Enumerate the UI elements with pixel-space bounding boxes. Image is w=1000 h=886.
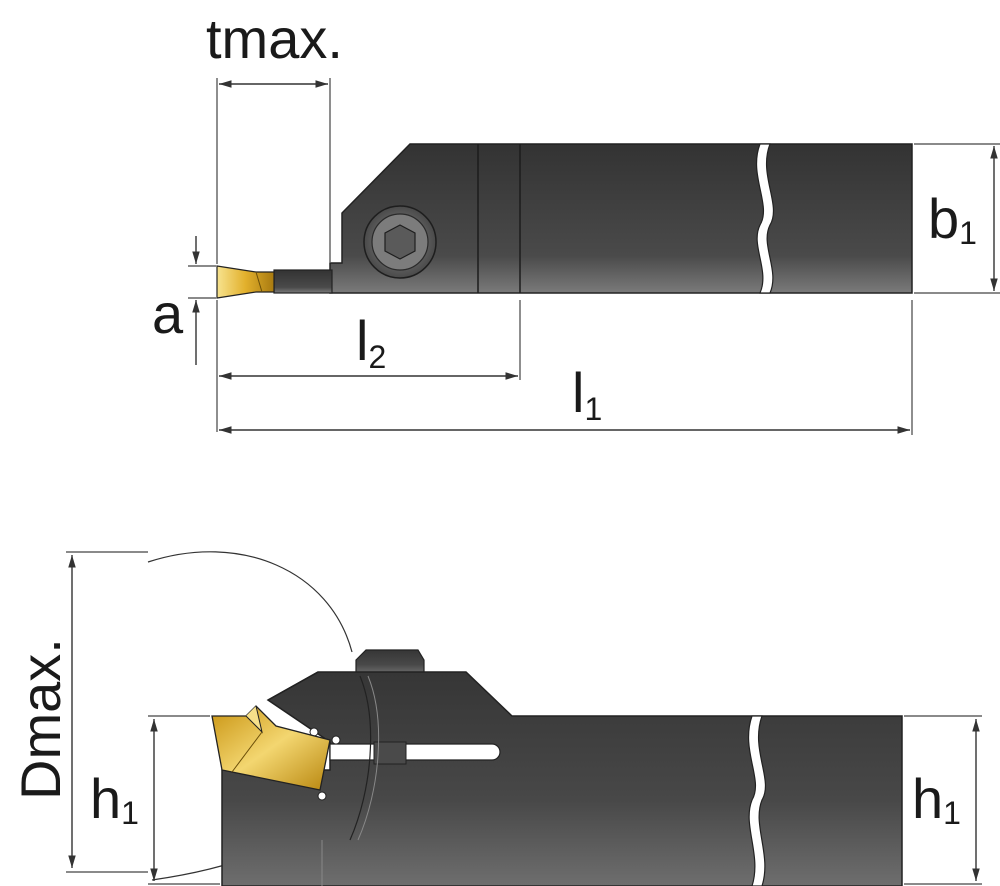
slot-block bbox=[373, 741, 407, 765]
top-insert bbox=[216, 265, 275, 299]
tmax-label: tmax. bbox=[206, 7, 343, 70]
side-view: Dmax. h1 h1 bbox=[9, 551, 982, 886]
l2-label: l2 bbox=[356, 309, 386, 375]
dmax-label: Dmax. bbox=[9, 638, 72, 800]
top-break-mark bbox=[755, 143, 775, 294]
side-holder-body bbox=[221, 671, 903, 886]
top-blade-shank bbox=[273, 269, 333, 294]
hex-screw-icon bbox=[363, 205, 437, 279]
side-break-mark bbox=[747, 715, 767, 886]
b1-label: b1 bbox=[928, 187, 977, 251]
a-label: a bbox=[152, 282, 184, 345]
l1-label: l1 bbox=[572, 361, 602, 427]
dmax-arc bbox=[147, 551, 353, 653]
h1-left-label: h1 bbox=[90, 767, 139, 831]
top-view: tmax. a l2 l1 b1 bbox=[152, 7, 1000, 435]
clamp-top bbox=[355, 649, 425, 675]
clamp-slot bbox=[329, 743, 501, 761]
h1-right-label: h1 bbox=[912, 767, 961, 831]
